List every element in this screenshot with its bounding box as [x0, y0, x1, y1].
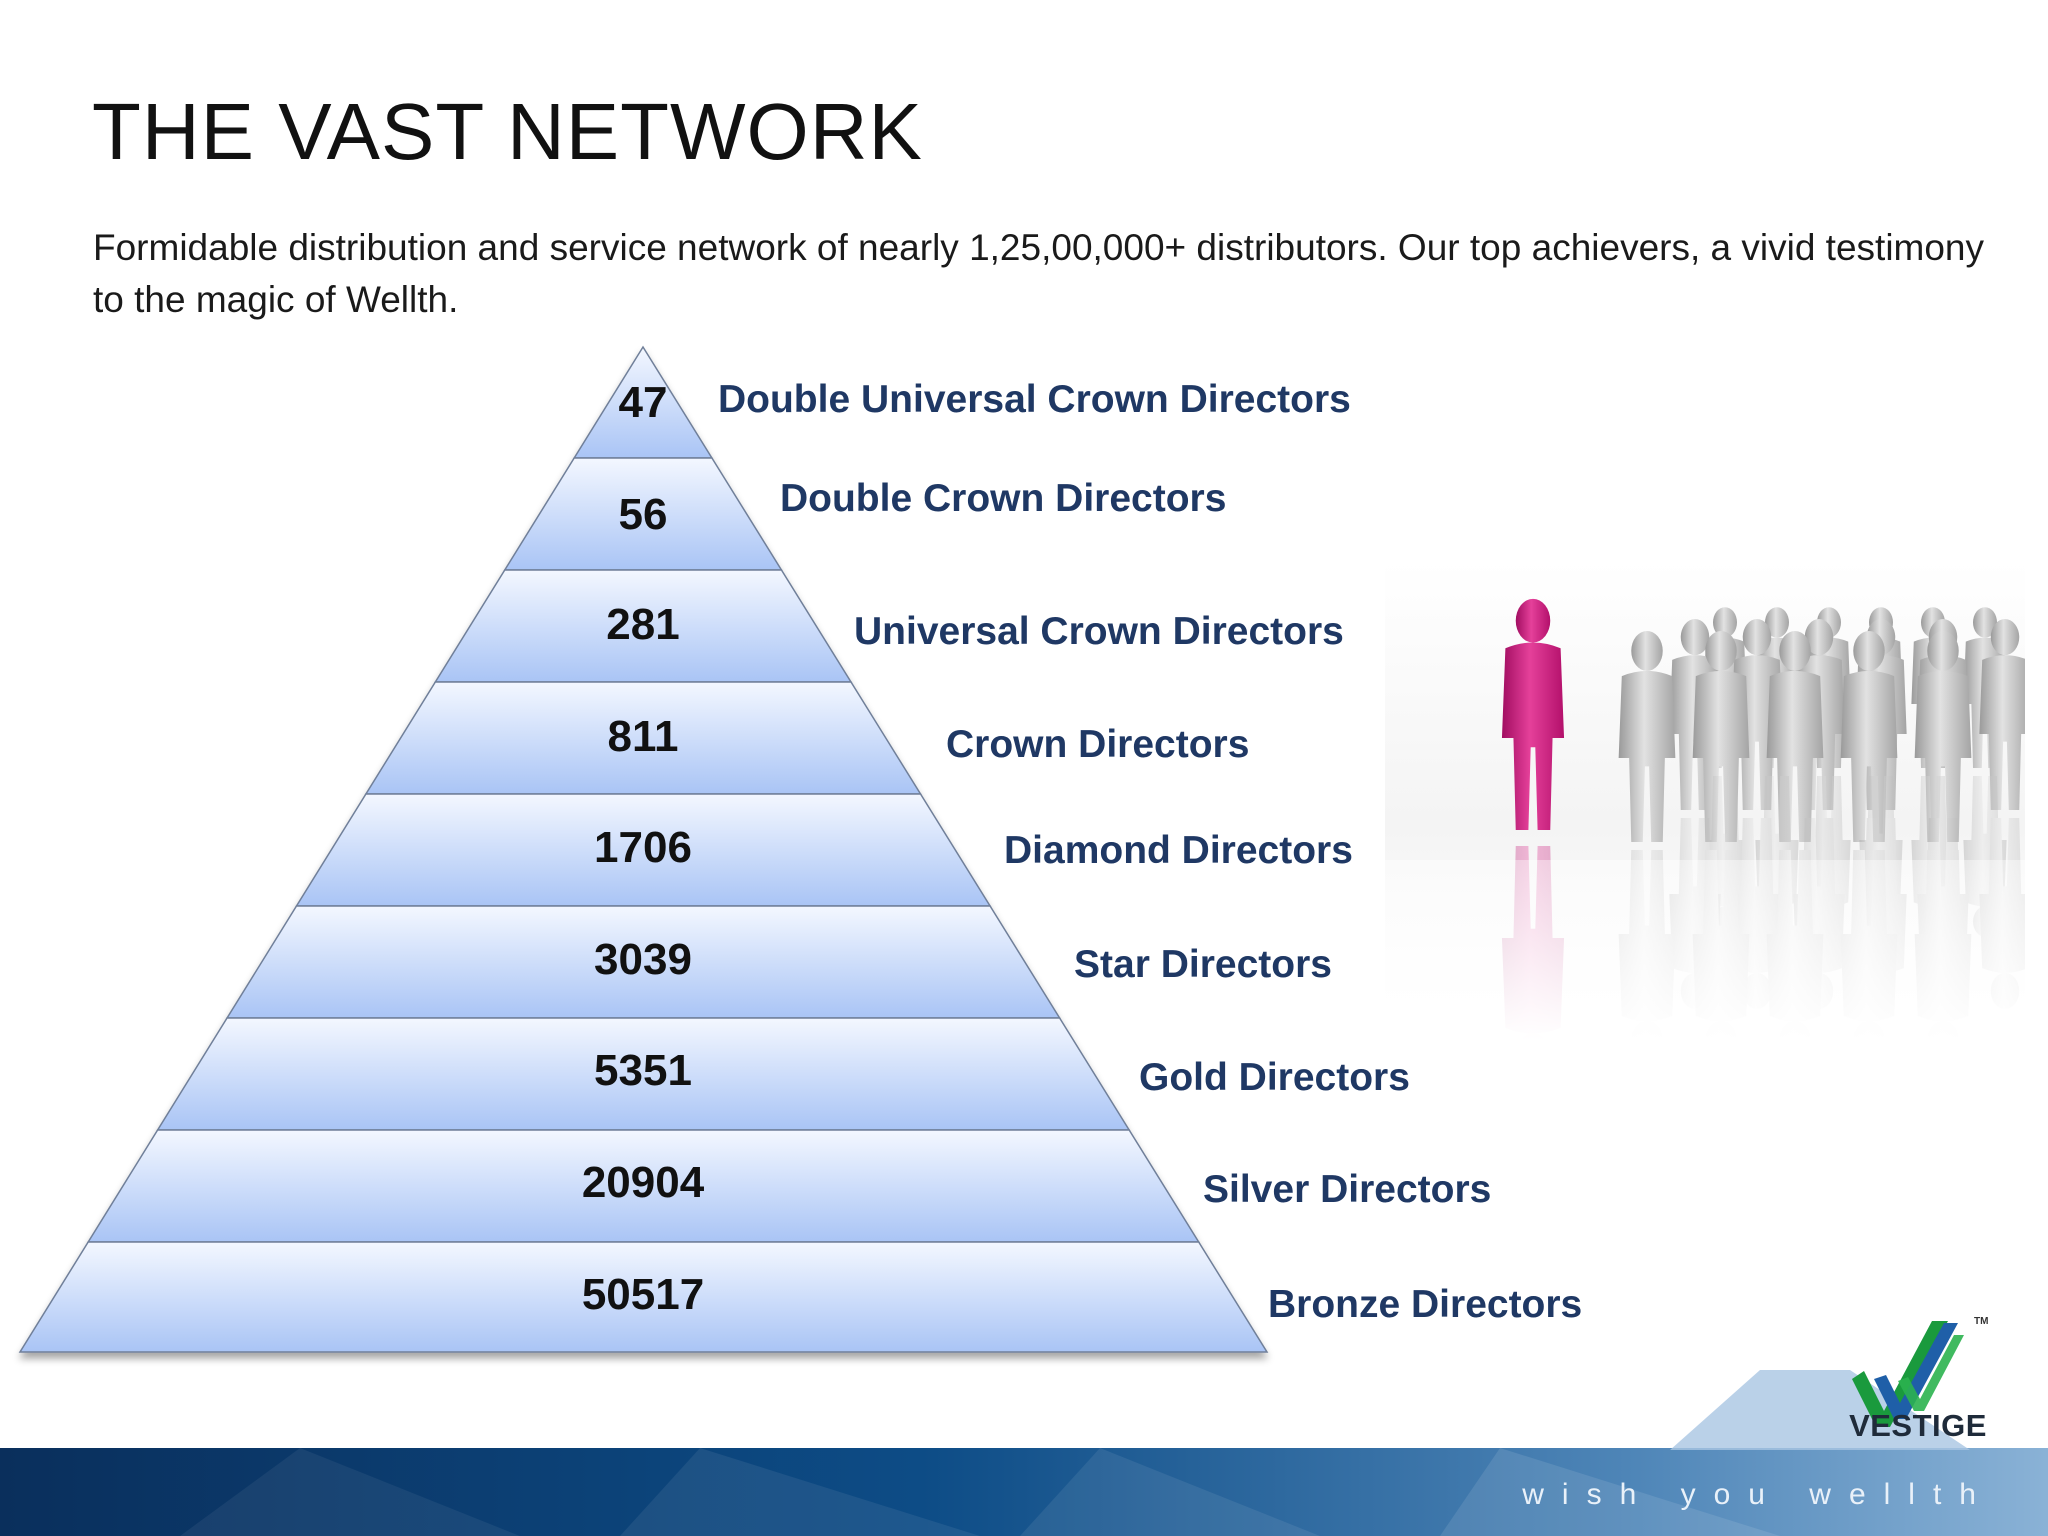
- tier-label: Star Directors: [1074, 943, 1332, 986]
- tier-count: 47: [618, 378, 668, 427]
- intro-text: Formidable distribution and service netw…: [93, 227, 1985, 320]
- tier-label: Crown Directors: [946, 723, 1250, 766]
- tier-label: Double Universal Crown Directors: [718, 378, 1351, 421]
- footer-triangle: [1670, 1370, 1970, 1450]
- tier-label: Bronze Directors: [1268, 1283, 1583, 1326]
- achievers-pyramid: [18, 345, 1269, 1353]
- tier-count: 1706: [594, 823, 692, 872]
- tier-count: 5351: [594, 1046, 692, 1095]
- tier-count: 281: [606, 600, 680, 649]
- tier-label: Gold Directors: [1139, 1056, 1410, 1099]
- pyramid-tier: [18, 1241, 1269, 1353]
- vestige-logo-text: VESTIGE: [1849, 1408, 1987, 1443]
- footer-band: [0, 1448, 2048, 1536]
- tier-count: 50517: [581, 1270, 705, 1319]
- tier-count: 811: [607, 712, 679, 761]
- leader-crowd-illustration: [1385, 560, 2025, 1040]
- tier-count: 20904: [581, 1158, 705, 1207]
- tier-count: 3039: [594, 935, 692, 984]
- page-title: THE VAST NETWORK: [92, 87, 923, 176]
- brand-tagline: wish you wellth: [1522, 1478, 1994, 1511]
- tier-label: Silver Directors: [1203, 1168, 1492, 1211]
- tier-count: 56: [618, 490, 668, 539]
- vestige-checkmark-logo-icon: [1852, 1321, 1964, 1427]
- trademark-mark: TM: [1974, 1316, 1989, 1327]
- tier-label: Double Crown Directors: [780, 477, 1227, 520]
- tier-label: Universal Crown Directors: [854, 610, 1344, 653]
- tier-label: Diamond Directors: [1004, 829, 1353, 872]
